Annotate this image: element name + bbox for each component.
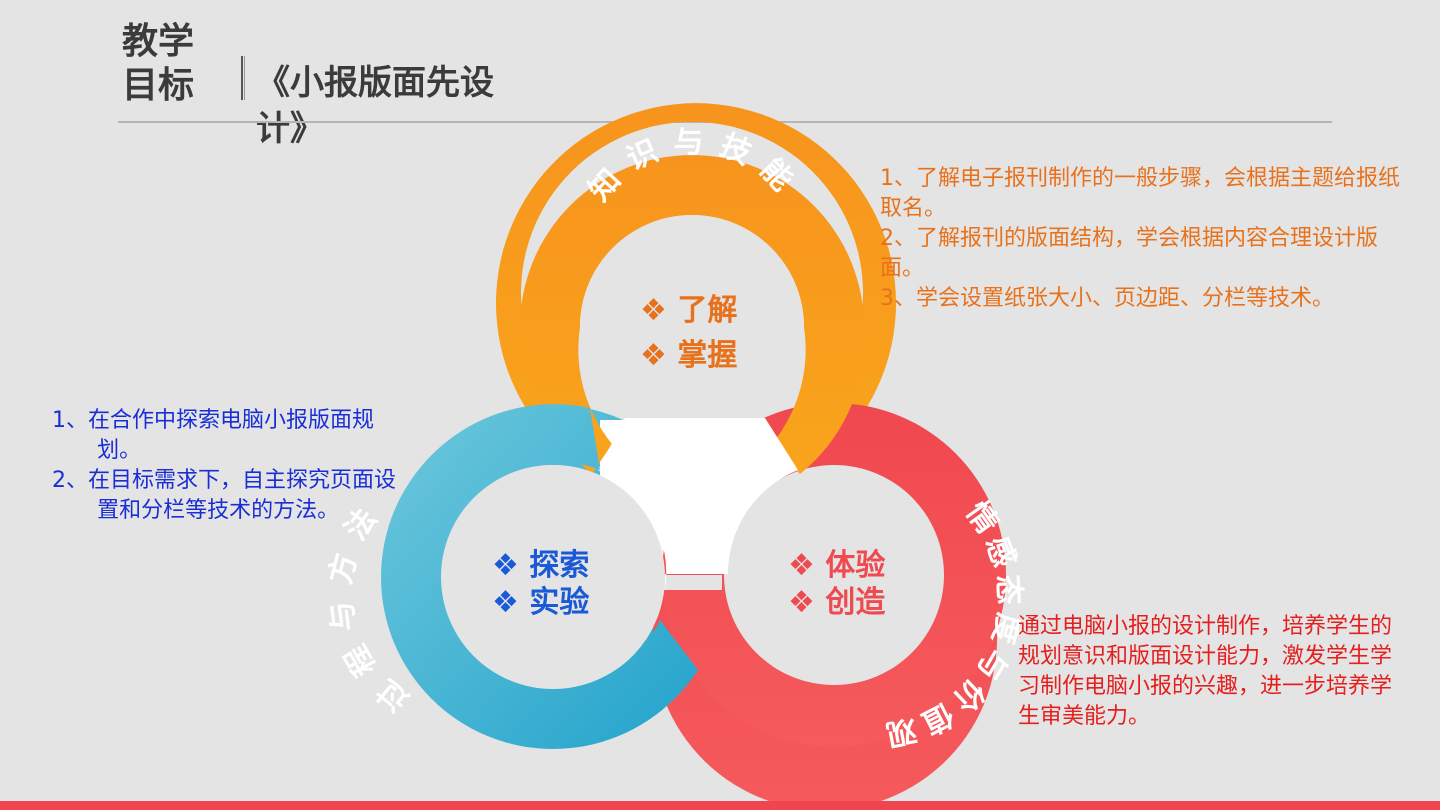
process-ring-front xyxy=(381,404,698,749)
knowledge-goal-2: 2、了解报刊的版面结构，学会根据内容合理设计版面。 xyxy=(880,226,1378,281)
knowledge-goal-1: 1、了解电子报刊制作的一般步骤，会根据主题给报纸取名。 xyxy=(880,166,1400,221)
bottom-bar xyxy=(0,801,1440,810)
knowledge-ring-front xyxy=(520,155,865,474)
process-goal-2: 2、在目标需求下，自主探究页面设置和分栏等技术的方法。 xyxy=(52,468,396,523)
process-item-2: ❖ 实验 xyxy=(492,585,589,620)
knowledge-goals: 1、了解电子报刊制作的一般步骤，会根据主题给报纸取名。 2、了解报刊的版面结构，… xyxy=(880,164,1400,314)
knowledge-item-1: ❖ 了解 xyxy=(640,293,737,328)
heading-sub: 《小报版面先设计》 xyxy=(256,63,494,149)
heading-divider xyxy=(241,56,245,100)
emotion-goal: 通过电脑小报的设计制作，培养学生的规划意识和版面设计能力，激发学生学习制作电脑小… xyxy=(1018,614,1393,729)
emotion-item-1: ❖ 体验 xyxy=(788,548,885,583)
process-item-1: ❖ 探索 xyxy=(492,548,589,583)
center-white xyxy=(598,418,798,590)
knowledge-item-2: ❖ 掌握 xyxy=(640,338,737,373)
heading-main: 教学目标 xyxy=(122,21,195,106)
emotion-item-2: ❖ 创造 xyxy=(788,585,885,620)
process-goal-1: 1、在合作中探索电脑小报版面规划。 xyxy=(52,408,374,463)
process-ring-hole xyxy=(441,465,665,689)
process-goals: 1、在合作中探索电脑小报版面规划。 2、在目标需求下，自主探究页面设置和分栏等技… xyxy=(52,406,402,526)
knowledge-goal-3: 3、学会设置纸张大小、页边距、分栏等技术。 xyxy=(880,286,1334,311)
